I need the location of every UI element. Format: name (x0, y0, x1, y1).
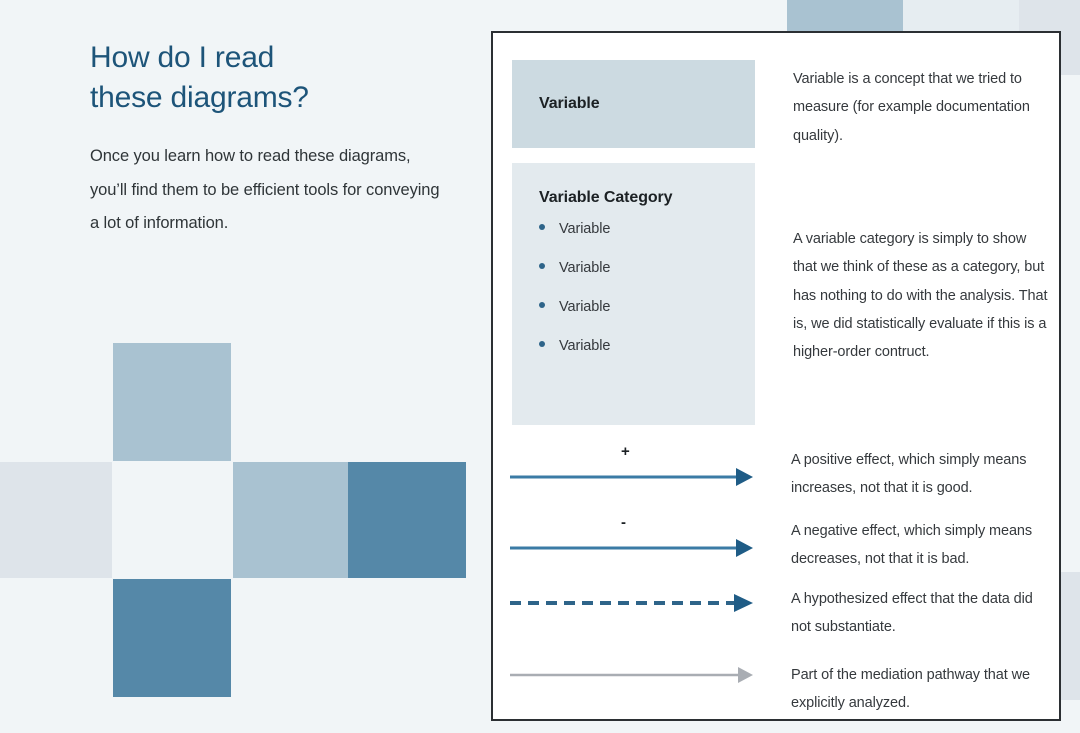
gray-arrow-icon (510, 667, 753, 683)
category-description-column: A variable category is simply to show th… (793, 163, 1053, 425)
legend-row-variable: Variable Variable is a concept that we t… (512, 60, 1053, 150)
positive-arrow-cell: + (510, 443, 753, 499)
variable-swatch-column: Variable (512, 60, 755, 150)
legend-row-hypothesized-effect: A hypothesized effect that the data did … (510, 585, 1051, 642)
decor-square-top (113, 343, 231, 461)
variable-category-box: Variable Category Variable Variable Vari… (512, 163, 755, 425)
hypothesized-arrow-cell (510, 585, 753, 641)
page-title-line-2: these diagrams? (90, 80, 309, 114)
negative-arrow-column: - (510, 514, 753, 574)
decor-square-mid-far-right (348, 462, 466, 578)
negative-effect-description: A negative effect, which simply means de… (791, 523, 1033, 568)
legend-panel: Variable Variable is a concept that we t… (491, 31, 1061, 721)
mediation-pathway-description: Part of the mediation pathway that we ex… (791, 667, 1030, 712)
list-item: Variable (539, 338, 728, 354)
variable-category-title: Variable Category (539, 189, 673, 206)
intro-section: How do I read these diagrams? Once you l… (90, 38, 470, 241)
list-item: Variable (539, 260, 728, 276)
page-title: How do I read these diagrams? (90, 38, 470, 118)
bullet-dot-icon (539, 341, 545, 347)
variable-category-description: A variable category is simply to show th… (793, 231, 1048, 361)
mediation-arrow-cell (510, 653, 753, 709)
legend-row-negative-effect: - A negative effect, which simply means … (510, 514, 1051, 574)
hypothesized-effect-description: A hypothesized effect that the data did … (791, 591, 1033, 636)
hypothesized-description-column: A hypothesized effect that the data did … (791, 585, 1051, 642)
list-item-label: Variable (559, 260, 611, 276)
decor-square-bottom (113, 579, 231, 697)
list-item-label: Variable (559, 221, 611, 237)
page-title-line-1: How do I read (90, 41, 275, 74)
list-item: Variable (539, 299, 728, 315)
positive-effect-description: A positive effect, which simply means in… (791, 452, 1027, 497)
mediation-arrow-column (510, 653, 753, 718)
decor-square-mid-center (113, 462, 232, 578)
decor-square-header-light (903, 0, 1019, 35)
variable-box: Variable (512, 60, 755, 148)
hypothesized-arrow-column (510, 585, 753, 642)
bullet-dot-icon (539, 263, 545, 269)
positive-sign-label: + (621, 443, 630, 460)
decor-square-mid-right (233, 462, 348, 578)
negative-arrow-icon (510, 539, 753, 557)
negative-sign-label: - (621, 514, 626, 531)
legend-row-mediation-pathway: Part of the mediation pathway that we ex… (510, 653, 1051, 718)
decor-square-mid-far-left (0, 462, 112, 578)
variable-description: Variable is a concept that we tried to m… (793, 71, 1030, 144)
variable-category-list: Variable Variable Variable Variable (539, 221, 728, 354)
variable-box-label: Variable (539, 95, 600, 112)
positive-arrow-column: + (510, 443, 753, 503)
legend-row-positive-effect: + A positive effect, which simply means … (510, 443, 1051, 503)
mediation-description-column: Part of the mediation pathway that we ex… (791, 653, 1051, 718)
dashed-arrow-icon (510, 594, 753, 612)
intro-paragraph: Once you learn how to read these diagram… (90, 146, 440, 233)
category-swatch-column: Variable Category Variable Variable Vari… (512, 163, 755, 425)
list-item: Variable (539, 221, 728, 237)
negative-description-column: A negative effect, which simply means de… (791, 514, 1051, 574)
decor-square-header-mid (787, 0, 903, 35)
variable-description-column: Variable is a concept that we tried to m… (793, 60, 1053, 150)
bullet-dot-icon (539, 302, 545, 308)
list-item-label: Variable (559, 299, 611, 315)
legend-row-variable-category: Variable Category Variable Variable Vari… (512, 163, 1053, 425)
negative-arrow-cell: - (510, 514, 753, 570)
positive-arrow-icon (510, 468, 753, 486)
positive-description-column: A positive effect, which simply means in… (791, 443, 1051, 503)
list-item-label: Variable (559, 338, 611, 354)
bullet-dot-icon (539, 224, 545, 230)
